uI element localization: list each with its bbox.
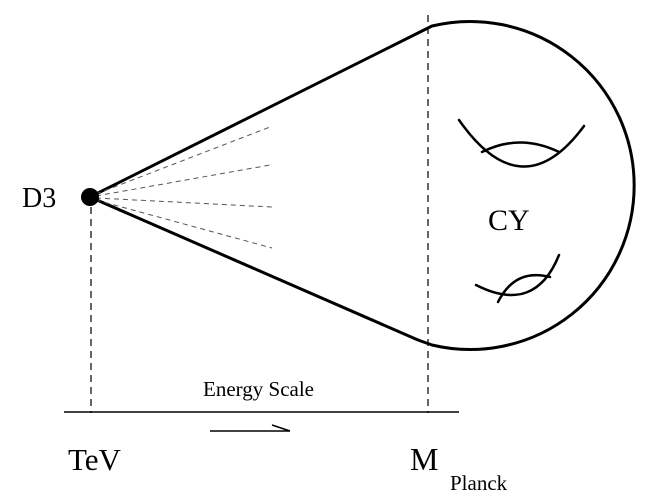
cy-label: CY: [488, 204, 530, 237]
lower-handle-outer: [474, 253, 561, 297]
lower-handle-inner: [496, 273, 552, 304]
upper-handle-inner: [480, 141, 561, 154]
d3-label: D3: [22, 183, 56, 214]
d3-rays: [95, 126, 273, 249]
upper-handle-outer: [457, 118, 586, 168]
planck-subscript: Planck: [450, 471, 508, 495]
energy-scale-label: Energy Scale: [203, 377, 314, 401]
scale-markers: [90, 15, 429, 413]
ray-1: [95, 126, 271, 195]
cone-lower-edge: [88, 195, 420, 342]
ray-3: [95, 197, 273, 208]
d3-brane-dot: [81, 188, 99, 206]
energy-direction-arrow: [210, 424, 291, 432]
cy-handles: [457, 118, 586, 304]
throat-cone: [88, 31, 420, 342]
m-planck-label: M: [410, 441, 438, 477]
calabi-yau-bulb: [417, 20, 636, 351]
ray-2: [95, 164, 271, 197]
tev-label: TeV: [68, 442, 122, 477]
cone-upper-edge: [88, 31, 420, 199]
ray-4: [95, 199, 273, 249]
